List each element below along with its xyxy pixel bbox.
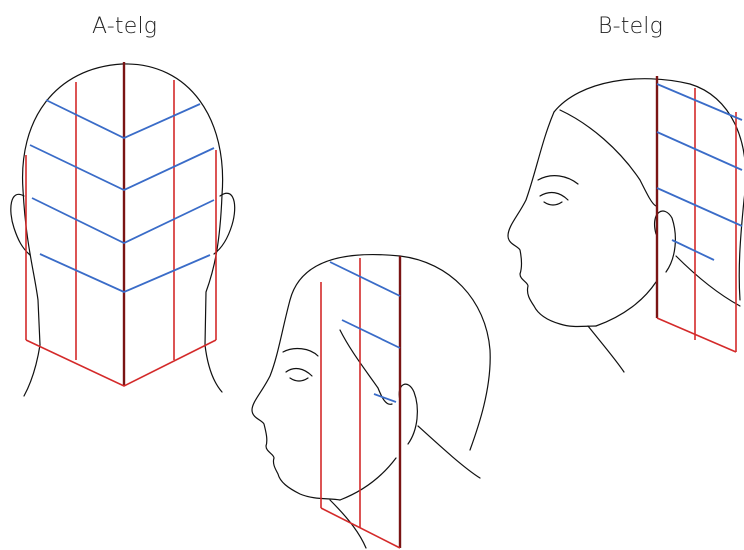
side-view-right-head	[508, 76, 744, 372]
back-view-head	[11, 62, 235, 396]
side-view-center-head	[252, 255, 490, 548]
